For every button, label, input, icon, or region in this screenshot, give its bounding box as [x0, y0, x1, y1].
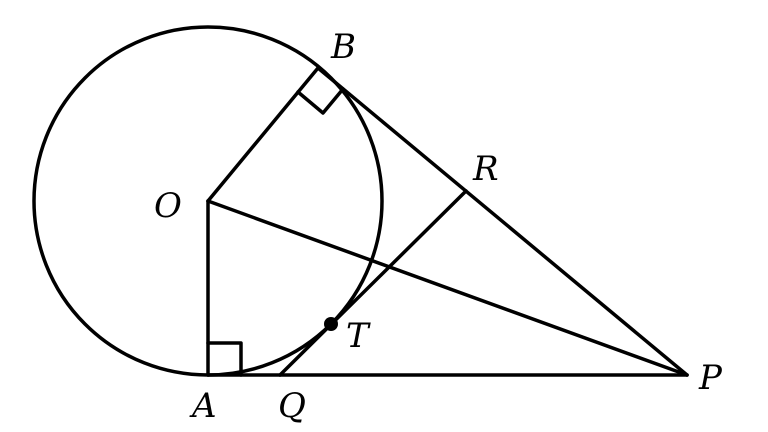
label-a: A	[189, 386, 217, 426]
tangent-bp	[316, 66, 689, 377]
segment-ob	[206, 66, 320, 203]
label-o: O	[154, 186, 182, 226]
label-b: B	[330, 27, 356, 67]
segment-op	[206, 199, 689, 377]
label-t: T	[346, 316, 371, 356]
label-p: P	[698, 358, 723, 398]
label-r: R	[472, 149, 499, 189]
right-angle-mark-a	[206, 341, 243, 377]
tangent-qr	[278, 189, 468, 377]
right-angle-mark-b	[296, 87, 345, 115]
point-t-dot	[324, 317, 338, 331]
label-q: Q	[278, 386, 306, 426]
